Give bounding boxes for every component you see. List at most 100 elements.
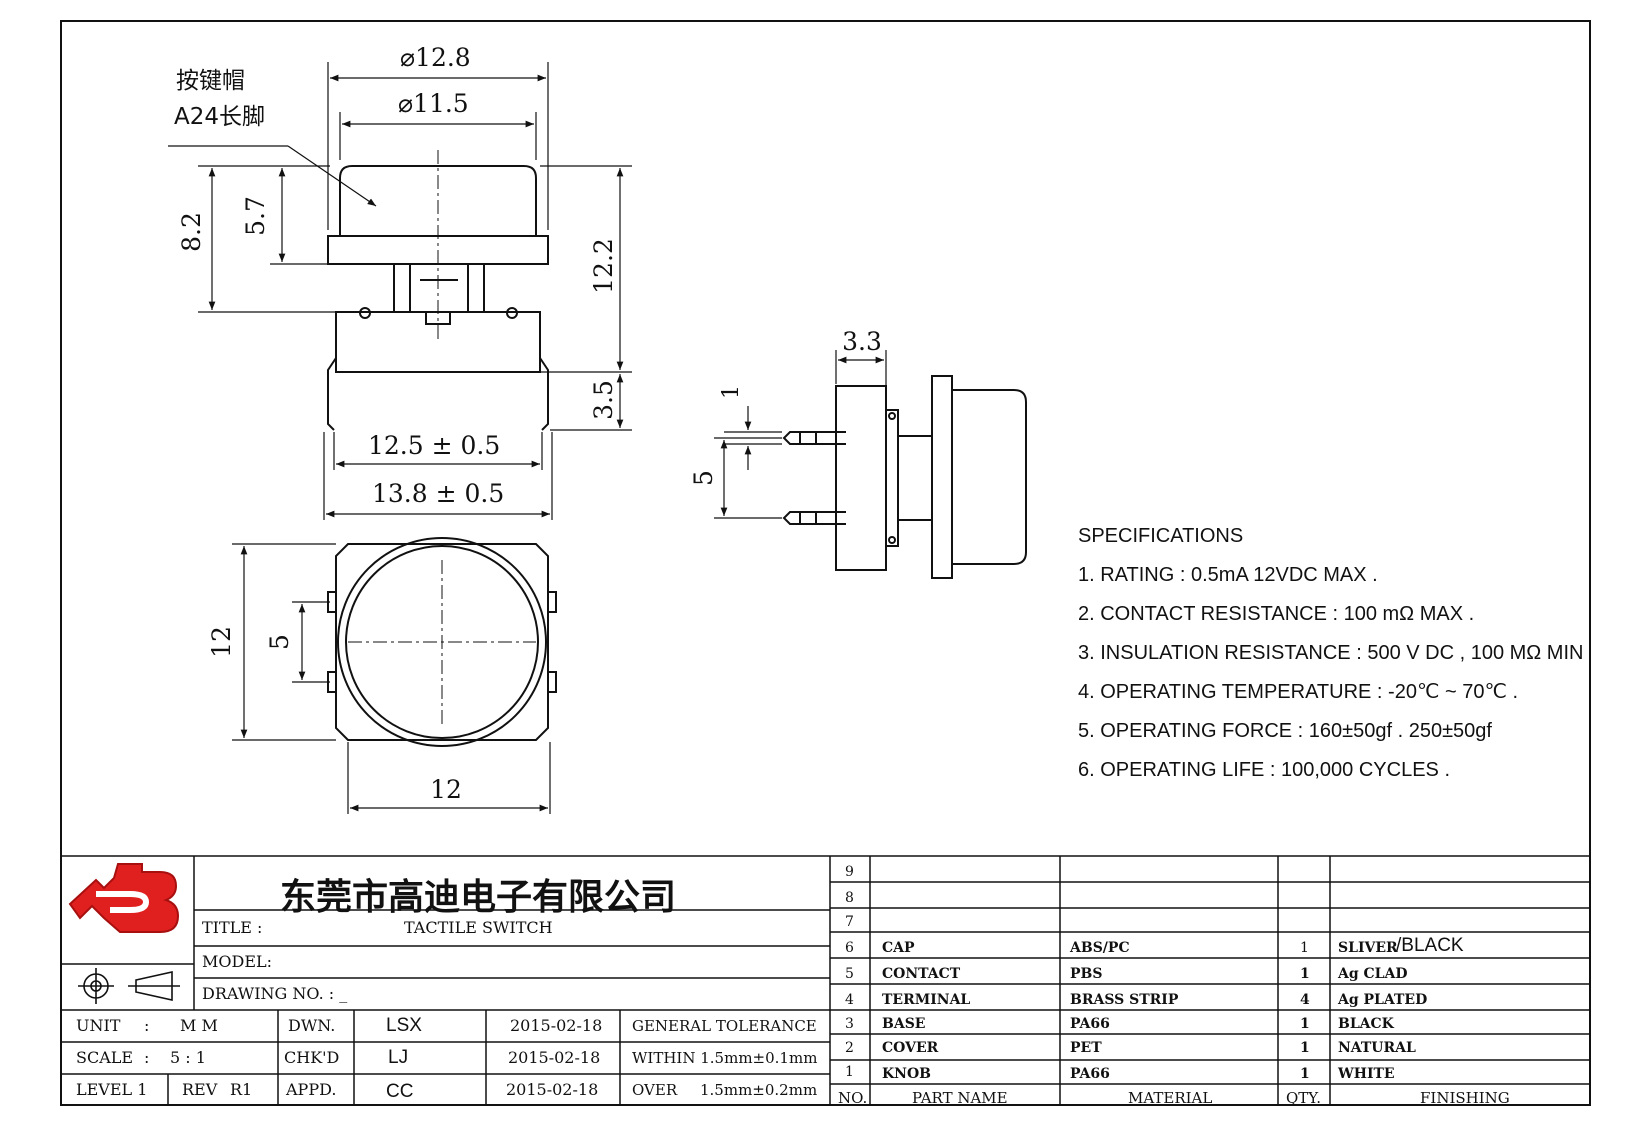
title-block-grid: [60, 855, 1591, 1106]
bom-row-no: 2: [845, 1040, 854, 1056]
dim-body-width: 12: [430, 775, 462, 804]
bom-header-part: PART NAME: [912, 1089, 1008, 1107]
specifications: SPECIFICATIONS 1. RATING : 0.5mA 12VDC M…: [1078, 522, 1598, 795]
dim-body-height: 12: [207, 626, 236, 658]
dim-cap-height: 5.7: [241, 196, 270, 236]
appd-by: CC: [386, 1081, 414, 1102]
projection-symbol-icon: [78, 968, 180, 1004]
spec-item: 3. INSULATION RESISTANCE : 500 V DC , 10…: [1078, 642, 1584, 664]
bom-material: PET: [1070, 1040, 1102, 1056]
cap-label-line1: 按键帽: [176, 68, 245, 94]
spec-item: 2. CONTACT RESISTANCE : 100 mΩ MAX .: [1078, 603, 1475, 625]
tolerance-heading: GENERAL TOLERANCE: [632, 1017, 817, 1035]
bom-part-name: BASE: [882, 1016, 926, 1032]
dim-side-offset: 3.3: [842, 327, 882, 356]
bom-finishing: BLACK: [1338, 1016, 1394, 1032]
bom-qty: 1: [1300, 940, 1309, 956]
bom-row-no: 1: [845, 1064, 854, 1080]
bom-material: PBS: [1070, 966, 1103, 982]
rev-value: R1: [230, 1080, 253, 1099]
spec-item: 4. OPERATING TEMPERATURE : -20℃ ~ 70℃ .: [1078, 681, 1519, 703]
bom-finishing: SLIVER: [1338, 940, 1398, 956]
chkd-label: CHK'D: [284, 1048, 340, 1067]
dwn-by: LSX: [386, 1015, 422, 1036]
cap-label-line2: A24长脚: [174, 104, 265, 130]
specifications-heading: SPECIFICATIONS: [1078, 525, 1244, 547]
dim-overall-height: 12.2: [589, 238, 618, 294]
bom-material: BRASS STRIP: [1070, 992, 1179, 1008]
bom-row-no: 5: [845, 966, 854, 982]
bom-part-name: CAP: [882, 940, 915, 956]
dim-body-pin-pitch: 5: [265, 634, 294, 650]
chkd-by: LJ: [388, 1047, 409, 1068]
bom-material: ABS/PC: [1070, 940, 1130, 956]
bom-qty: 4: [1300, 992, 1310, 1008]
level-label: LEVEL 1: [76, 1080, 148, 1099]
dim-cap-outer-dia: ⌀12.8: [400, 43, 471, 72]
spec-item: 5. OPERATING FORCE : 160±50gf . 250±50gf: [1078, 720, 1492, 742]
bom-header-no: NO.: [838, 1089, 868, 1107]
appd-label: APPD.: [286, 1080, 337, 1099]
spec-item: 6. OPERATING LIFE : 100,000 CYCLES .: [1078, 759, 1451, 781]
bom-row-no: 8: [845, 890, 854, 906]
bom-header-material: MATERIAL: [1128, 1089, 1213, 1107]
bom-row-no: 6: [845, 940, 854, 956]
dim-width-outer: 13.8 ± 0.5: [372, 479, 504, 508]
side-view: [782, 375, 1027, 579]
bom-qty: 1: [1300, 1016, 1310, 1032]
title-value: TACTILE SWITCH: [404, 918, 553, 937]
bom-part-name: CONTACT: [882, 966, 961, 982]
bom-header-finishing: FINISHING: [1420, 1089, 1510, 1107]
bom-part-name: TERMINAL: [882, 992, 971, 1008]
bom-qty: 1: [1300, 1066, 1310, 1082]
bom-part-name: COVER: [882, 1040, 939, 1056]
company-logo: [68, 863, 180, 933]
bom-row-no: 9: [845, 864, 854, 880]
tolerance-over-label: OVER: [632, 1081, 678, 1099]
front-view: [327, 150, 549, 431]
model-label: MODEL:: [202, 952, 273, 971]
bom-row-no: 7: [845, 914, 854, 930]
dim-leg-length: 3.5: [589, 380, 618, 420]
side-view-dimensions: [714, 350, 887, 519]
bom-material: PA66: [1070, 1066, 1110, 1082]
bom-qty: 1: [1300, 1040, 1310, 1056]
bom-row-no: 3: [845, 1016, 854, 1032]
bom-part-name: KNOB: [882, 1066, 931, 1082]
dim-width-inner: 12.5 ± 0.5: [368, 431, 500, 460]
chkd-date: 2015-02-18: [508, 1048, 601, 1067]
rev-label: REV: [182, 1080, 218, 1099]
scale-colon: :: [144, 1048, 150, 1067]
bom-finishing: WHITE: [1338, 1066, 1395, 1082]
title-label: TITLE :: [202, 918, 263, 937]
spec-item: 1. RATING : 0.5mA 12VDC MAX .: [1078, 564, 1378, 586]
dwn-label: DWN.: [288, 1016, 336, 1035]
tolerance-within: WITHIN 1.5mm±0.1mm: [632, 1049, 818, 1067]
top-view: [327, 537, 557, 747]
bom-material: PA66: [1070, 1016, 1110, 1032]
dim-cap-inner-dia: ⌀11.5: [398, 89, 469, 118]
top-view-dimensions: [232, 543, 551, 814]
dim-pin-dia: 1: [719, 385, 744, 399]
drawing-frame: [60, 20, 1591, 1106]
dim-pin-pitch: 5: [689, 470, 718, 486]
appd-date: 2015-02-18: [506, 1080, 599, 1099]
dim-total-height: 8.2: [177, 212, 206, 252]
company-name: 东莞市高迪电子有限公司: [280, 877, 677, 918]
scale-label: SCALE: [76, 1048, 134, 1067]
dwn-date: 2015-02-18: [510, 1016, 603, 1035]
unit-value: M M: [180, 1016, 218, 1035]
unit-colon: :: [144, 1016, 150, 1035]
bom-finishing-extra: /BLACK: [1396, 935, 1464, 956]
unit-label: UNIT: [76, 1016, 121, 1035]
bom-finishing: Ag PLATED: [1338, 992, 1428, 1008]
tolerance-over: 1.5mm±0.2mm: [700, 1081, 818, 1099]
bom-qty: 1: [1300, 966, 1310, 982]
bom-header-qty: QTY.: [1286, 1089, 1322, 1107]
drawing-no-label: DRAWING NO. : _: [202, 984, 348, 1003]
bom-row-no: 4: [845, 992, 854, 1008]
scale-value: 5 : 1: [170, 1048, 206, 1067]
front-view-dimensions: [168, 62, 632, 520]
bom-finishing: NATURAL: [1338, 1040, 1416, 1056]
